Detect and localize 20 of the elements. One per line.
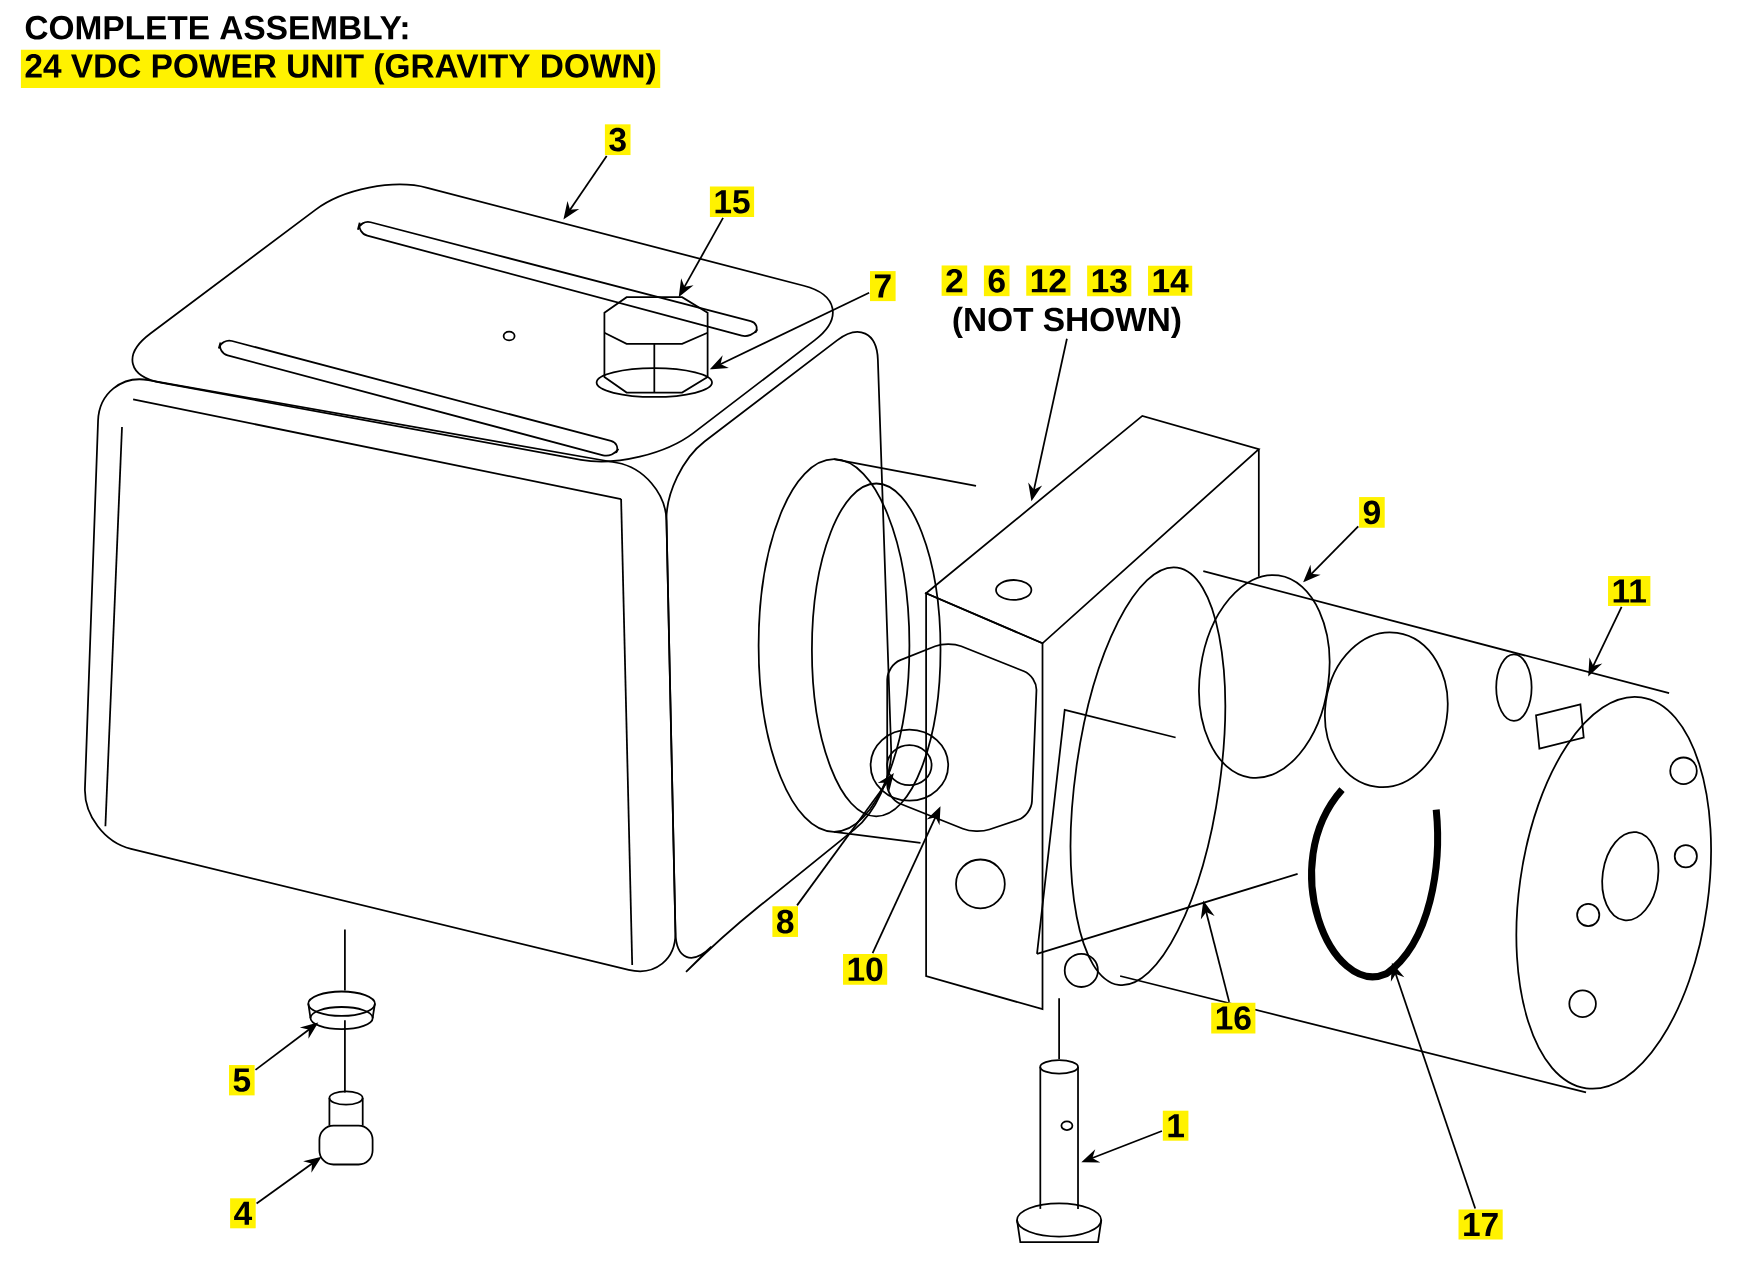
title: COMPLETE ASSEMBLY:: [25, 15, 408, 40]
callout-number: 13: [1087, 265, 1132, 297]
callout-number: 2: [941, 265, 968, 296]
callout-number: 15: [709, 186, 755, 217]
callout-number: 3: [604, 124, 631, 156]
callout-number: 5: [229, 1065, 255, 1096]
callout-number: 11: [1608, 576, 1651, 607]
callout-number: 7: [870, 271, 896, 302]
callout-number: 1: [1162, 1110, 1189, 1141]
callout-number: 17: [1458, 1209, 1503, 1240]
subtitle: 24 VDC POWER UNIT (GRAVITY DOWN): [20, 49, 661, 88]
callout-number: 10: [843, 953, 888, 985]
callout-number: 9: [1359, 497, 1385, 528]
callout-number: 16: [1211, 1002, 1256, 1034]
callout-number: 12: [1026, 265, 1071, 296]
callout-number: 6: [983, 265, 1010, 297]
note-text: (NOT SHOWN): [953, 306, 1181, 338]
callout-number: 4: [230, 1198, 256, 1229]
callout-number: 8: [772, 906, 798, 937]
callout-number: 14: [1148, 265, 1193, 296]
